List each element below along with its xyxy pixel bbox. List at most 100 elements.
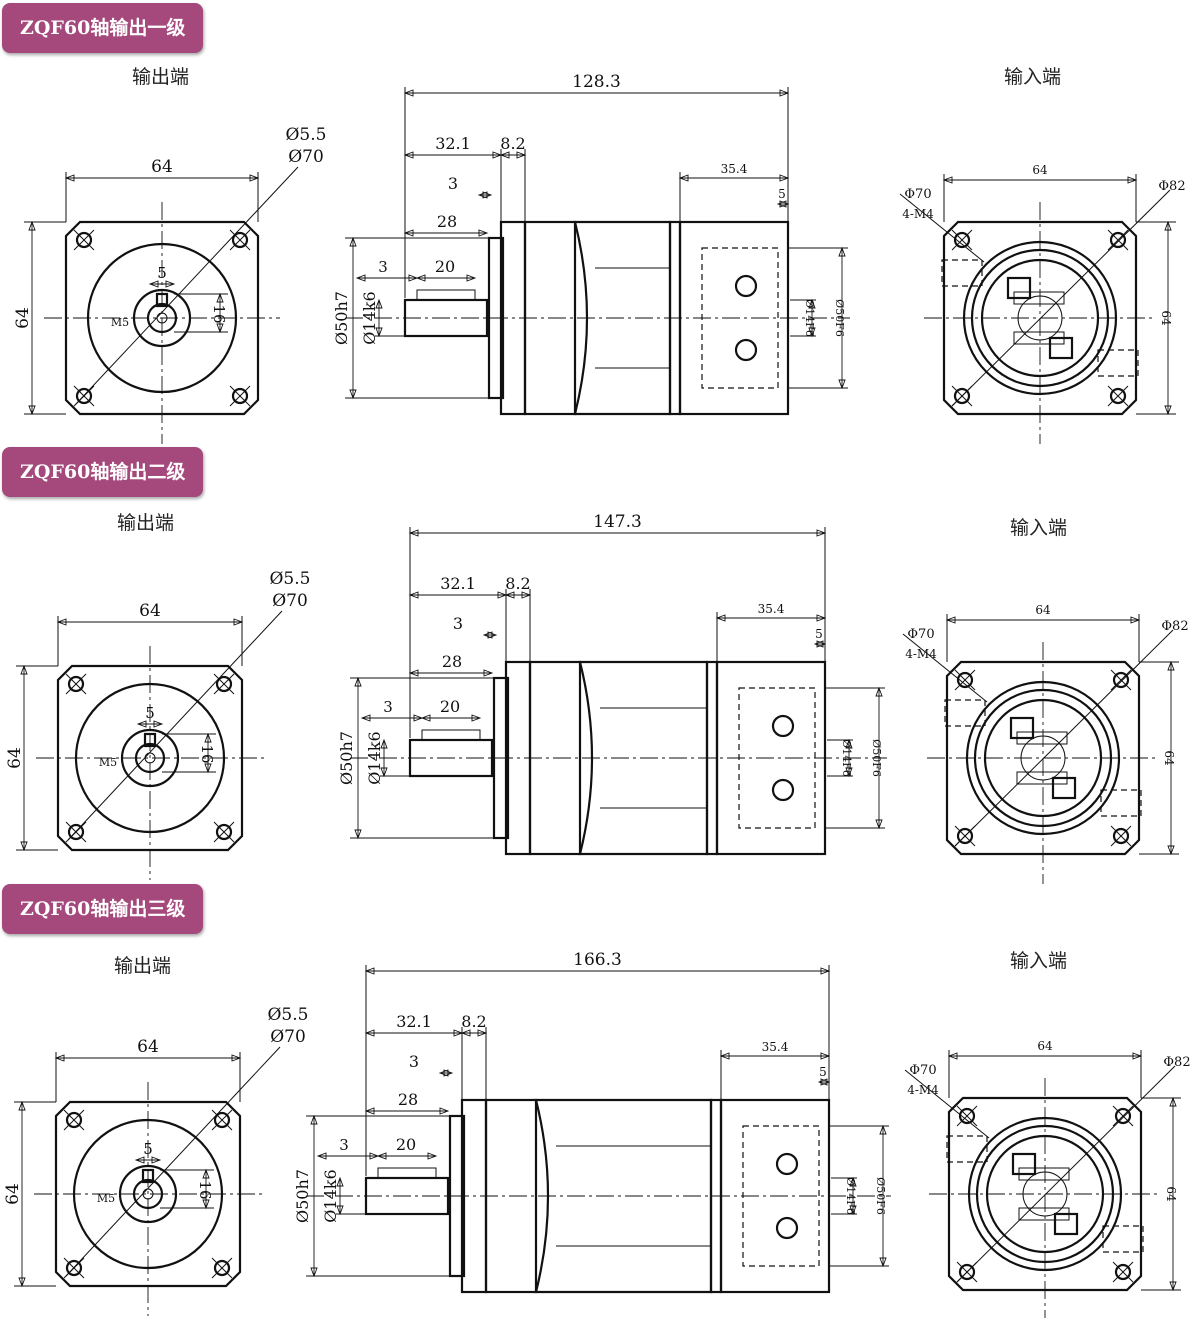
arrow-head	[20, 664, 28, 675]
mounting-hole-icon	[229, 385, 251, 407]
thread-label: M5	[99, 756, 117, 769]
hole-diameter-label: Ø5.5	[286, 125, 327, 145]
arrow-head	[231, 1054, 242, 1062]
mounting-hole-icon	[213, 673, 235, 695]
hole-diameter-label: Ø5.5	[268, 1005, 309, 1025]
leader-line	[951, 189, 1171, 407]
overall-length-label: 147.3	[593, 512, 642, 532]
arrow-head	[364, 1107, 375, 1115]
arrow-head	[204, 732, 212, 743]
mounting-hole-icon	[213, 821, 235, 843]
arrow-head	[204, 763, 212, 774]
length-32-label: 32.1	[440, 574, 476, 593]
key-width-label: 5	[145, 704, 155, 722]
mounting-hole-icon	[1110, 669, 1132, 691]
arrow-head	[719, 1052, 730, 1060]
key-height-label: 16	[198, 744, 216, 763]
arrow-head	[816, 529, 827, 537]
arrow-head	[816, 640, 827, 648]
input-clamp-screw	[771, 714, 795, 738]
arrow-head	[849, 1205, 857, 1216]
arrow-head	[349, 236, 357, 247]
length-3b-label: 3	[339, 1136, 349, 1154]
shaft-key-outline	[421, 729, 481, 741]
gear-housing-body	[578, 660, 709, 856]
shaft-diameter-label: Ø14k6	[365, 731, 384, 784]
length-20-label: 20	[435, 257, 455, 276]
arrow-head	[64, 174, 75, 182]
hole-diameter-label: Ø5.5	[270, 569, 311, 589]
arrow-head	[678, 174, 689, 182]
length-3b-label: 3	[378, 258, 388, 276]
arrow-head	[838, 379, 846, 390]
mounting-hole-icon	[215, 823, 233, 841]
input-step-label: 5	[815, 627, 823, 641]
mounting-hole-icon	[1107, 229, 1129, 251]
output-end-label: 输出端	[117, 512, 175, 534]
mounting-hole-icon	[65, 1259, 83, 1277]
arrow-head	[165, 280, 176, 288]
clamp-slot	[1013, 291, 1065, 305]
arrow-head	[403, 151, 414, 159]
input-thread-hidden	[941, 259, 983, 287]
arrow-head	[875, 819, 883, 830]
arrow-head	[28, 220, 36, 231]
output-end-label: 输出端	[114, 955, 172, 977]
mounting-hole-icon	[231, 231, 249, 249]
length-3a-label: 3	[453, 614, 463, 633]
arrow-head	[355, 274, 366, 282]
input-width-label: 64	[1035, 603, 1051, 617]
length-28-label: 28	[442, 652, 462, 671]
leader-line	[954, 629, 1174, 847]
arrow-head	[202, 1168, 210, 1179]
arrow-head	[375, 298, 383, 309]
input-clamp-screw	[775, 1216, 799, 1240]
arrow-head	[460, 1029, 471, 1037]
arrow-head	[443, 1069, 454, 1077]
arrow-head	[336, 1205, 344, 1216]
length-3b-label: 3	[383, 698, 393, 716]
mounting-hole-icon	[1107, 385, 1129, 407]
length-3a-label: 3	[448, 174, 458, 193]
section-title-badge: ZQF60轴输出三级	[2, 884, 204, 934]
input-thread-hidden	[944, 699, 986, 727]
arrow-head	[492, 151, 503, 159]
input-clamp-screw	[771, 778, 795, 802]
arrow-head	[879, 1124, 887, 1135]
arrow-head	[310, 1114, 318, 1125]
arrow-head	[249, 174, 260, 182]
mounting-hole-icon	[211, 1257, 233, 1279]
arrow-head	[813, 640, 824, 648]
mounting-hole-icon	[953, 231, 971, 249]
arrow-head	[1164, 405, 1172, 416]
input-holes-label: 4-M4	[902, 207, 934, 221]
mounting-hole-icon	[1112, 1261, 1134, 1283]
leader-line	[75, 166, 299, 405]
arrow-head	[408, 274, 419, 282]
arrow-head	[776, 200, 787, 208]
arrow-head	[202, 1199, 210, 1210]
clamp-block	[1009, 716, 1035, 740]
spigot-diameter-label: Ø50h7	[332, 291, 351, 345]
arrow-head	[849, 1176, 857, 1187]
thread-label: M5	[97, 1192, 115, 1205]
output-flange-outline	[64, 220, 260, 416]
clamp-block	[1051, 776, 1077, 800]
leader-line	[67, 610, 283, 841]
arrow-head	[310, 1267, 318, 1278]
gear-housing-body	[573, 220, 672, 416]
mounting-hole-icon	[75, 387, 93, 405]
arrow-head	[153, 720, 164, 728]
arrow-head	[408, 669, 419, 677]
clamp-slot	[1018, 1207, 1070, 1221]
input-step-label: 5	[778, 187, 786, 201]
leader-line	[902, 633, 988, 703]
mounting-hole-icon	[75, 231, 93, 249]
input-length-label: 35.4	[762, 1040, 789, 1054]
mounting-hole-icon	[215, 675, 233, 693]
input-height-label: 64	[1162, 750, 1176, 766]
input-height-label: 64	[1159, 310, 1173, 326]
